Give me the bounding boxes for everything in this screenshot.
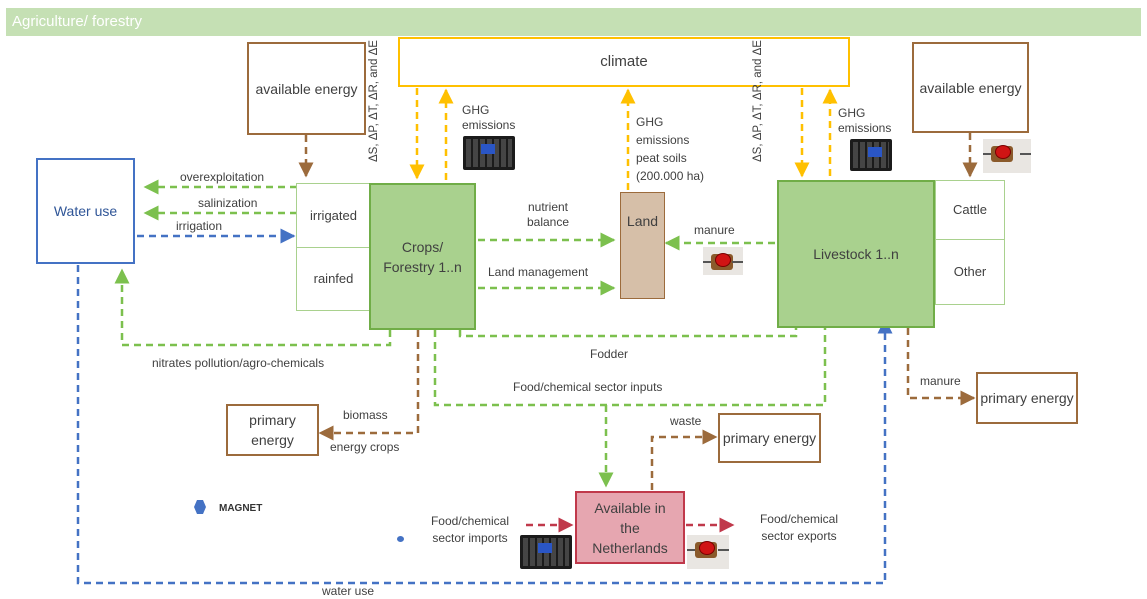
section-title: Agriculture/ forestry bbox=[12, 13, 143, 30]
exports-label: Food/chemical sector exports bbox=[759, 512, 839, 543]
water-use-line bbox=[76, 265, 893, 585]
cattle-label: Cattle bbox=[953, 202, 987, 217]
fodder-label: Fodder bbox=[590, 347, 629, 361]
crops-forestry-label: Crops/ Forestry 1..n bbox=[383, 238, 462, 275]
primary-energy-mid: primary energy bbox=[718, 413, 821, 463]
available-energy-left-label: available energy bbox=[255, 80, 358, 97]
waste-line bbox=[650, 429, 718, 490]
food-inputs-line bbox=[433, 328, 827, 407]
fodder-line bbox=[458, 308, 804, 338]
netherlands-box: Available in the Netherlands bbox=[575, 491, 685, 564]
water-use-line-label: water use bbox=[322, 584, 375, 598]
energy-crops-label: energy crops bbox=[330, 440, 400, 454]
rainfed-box: rainfed bbox=[296, 247, 371, 311]
manure-energy-label: manure bbox=[920, 374, 961, 388]
imports-label: Food/chemical sector imports bbox=[430, 514, 510, 545]
food-inputs-label: Food/chemical sector inputs bbox=[513, 380, 663, 394]
water-use-label: Water use bbox=[53, 203, 118, 219]
nitrates-label: nitrates pollution/agro-chemicals bbox=[152, 356, 325, 370]
other-box: Other bbox=[935, 239, 1005, 305]
irrigated-label: irrigated bbox=[310, 207, 357, 223]
ghg-mid-label: GHG emissions peat soils (200.000 ha) bbox=[636, 115, 705, 183]
climate-label: climate bbox=[600, 53, 648, 70]
netherlands-label: Available in the Netherlands bbox=[592, 499, 668, 556]
red-button-icon bbox=[703, 247, 743, 275]
manure-land-label: manure bbox=[694, 223, 735, 237]
available-energy-left: available energy bbox=[247, 42, 366, 135]
primary-energy-mid-label: primary energy bbox=[722, 430, 817, 446]
magnet-marker-icon bbox=[194, 500, 206, 514]
nitrates-line bbox=[114, 268, 392, 347]
primary-energy-left: primary energy bbox=[226, 404, 319, 456]
keyboard-icon bbox=[850, 139, 892, 171]
magnet-label: MAGNET bbox=[219, 503, 263, 514]
ghg-right-label: GHG emissions bbox=[838, 106, 892, 135]
section-header: Agriculture/ forestry bbox=[6, 8, 1141, 36]
livestock-label: Livestock 1..n bbox=[813, 246, 899, 262]
dot-marker-icon bbox=[397, 536, 404, 542]
other-label: Other bbox=[953, 264, 987, 279]
available-energy-right-label: available energy bbox=[919, 79, 1022, 96]
irrigated-box: irrigated bbox=[296, 183, 371, 248]
primary-energy-right-label: primary energy bbox=[980, 390, 1074, 406]
delta-left-label: ΔS, ΔP, ΔT, ΔR, and ΔE bbox=[368, 40, 380, 162]
red-button-icon bbox=[687, 535, 729, 569]
crops-forestry-box: Crops/ Forestry 1..n bbox=[369, 183, 476, 330]
red-button-icon bbox=[983, 139, 1031, 173]
delta-right-label: ΔS, ΔP, ΔT, ΔR, and ΔE bbox=[752, 40, 764, 162]
land-management-label: Land management bbox=[488, 265, 589, 279]
keyboard-icon bbox=[520, 535, 572, 569]
waste-label: waste bbox=[670, 414, 702, 428]
land-box: Land bbox=[620, 192, 665, 299]
primary-energy-right: primary energy bbox=[976, 372, 1078, 424]
rainfed-label: rainfed bbox=[313, 271, 354, 286]
primary-energy-left-label: primary energy bbox=[249, 412, 296, 448]
biomass-line bbox=[318, 330, 420, 441]
manure-energy-line bbox=[906, 328, 976, 406]
water-use-box: Water use bbox=[36, 158, 135, 264]
biomass-label: biomass bbox=[343, 408, 388, 422]
ghg-left-label: GHG emissions bbox=[462, 103, 516, 132]
land-label: Land bbox=[626, 213, 659, 229]
nutrient-balance-label: nutrient balance bbox=[526, 200, 570, 229]
available-energy-right: available energy bbox=[912, 42, 1029, 133]
overexploitation-label: overexploitation bbox=[180, 170, 265, 184]
irrigation-label: irrigation bbox=[176, 219, 223, 233]
climate-box: climate bbox=[398, 37, 850, 87]
livestock-box: Livestock 1..n bbox=[777, 180, 935, 328]
salinization-label: salinization bbox=[198, 196, 258, 210]
keyboard-icon bbox=[463, 136, 515, 170]
cattle-box: Cattle bbox=[935, 180, 1005, 240]
